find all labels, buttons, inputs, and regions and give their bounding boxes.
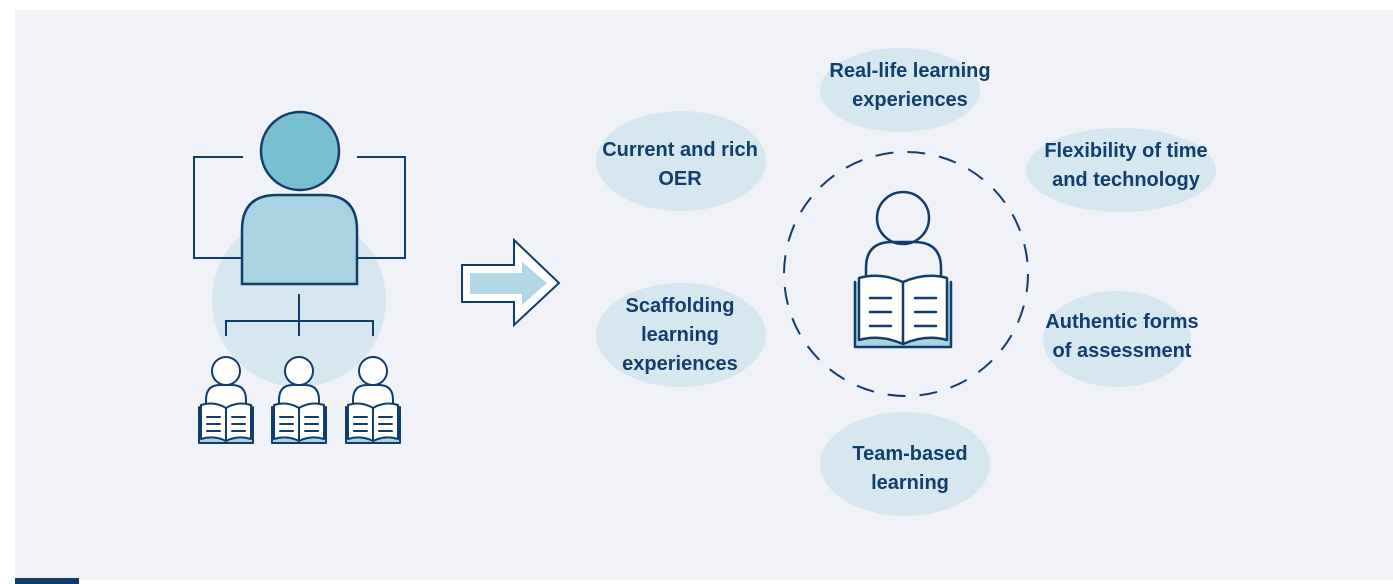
bubble-real-life: [820, 48, 980, 132]
bubble-team-based: [820, 412, 990, 516]
label-authentic: Authentic forms of assessment: [1045, 311, 1199, 362]
right-arrow-icon: [461, 237, 561, 328]
hierarchy-connector: [225, 294, 374, 336]
bracket-right: [357, 156, 406, 259]
dashed-circle: [783, 151, 1029, 397]
footer-accent-bar: [15, 578, 79, 584]
bubble-flexibility: [1026, 128, 1216, 212]
bubble-current-rich: [596, 111, 766, 211]
student-icons: [198, 356, 401, 444]
learner-reading-icon: [853, 190, 953, 349]
label-real-life: Real-life learning experiences: [829, 60, 991, 111]
label-scaffolding: Scaffolding learning experiences: [622, 294, 738, 375]
teacher-person-icon: [240, 110, 359, 286]
teacher-group: [193, 110, 406, 444]
bracket-left: [193, 156, 243, 259]
student-reading-icon: [271, 356, 327, 444]
label-team-based: Team-based learning: [852, 443, 968, 494]
student-reading-icon: [198, 356, 254, 444]
label-flexibility: Flexibility of time and technology: [1044, 140, 1208, 191]
bubble-authentic: [1043, 291, 1191, 387]
student-reading-icon: [345, 356, 401, 444]
label-current-rich: Current and rich OER: [602, 139, 758, 190]
bubble-scaffolding: [596, 283, 766, 387]
